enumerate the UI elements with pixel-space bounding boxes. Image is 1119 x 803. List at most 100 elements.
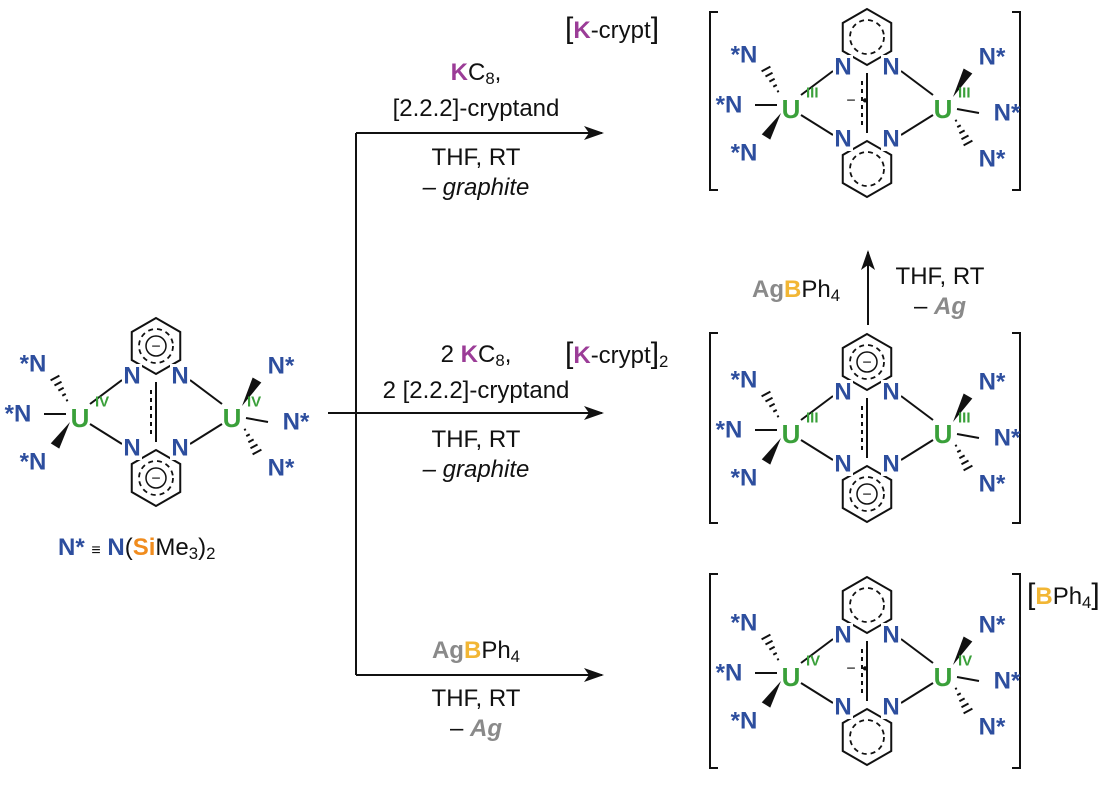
hash-line bbox=[245, 433, 251, 438]
bond-n-u-left-top bbox=[800, 395, 834, 421]
ring-n-bottom-left: N bbox=[834, 451, 851, 478]
ring-n-bg bbox=[881, 127, 901, 151]
ring-n-top-left: N bbox=[123, 363, 140, 390]
hash-line bbox=[768, 77, 776, 83]
ring-hexagon bbox=[841, 575, 893, 635]
radical-charge-minus: − bbox=[846, 661, 855, 678]
wedge-bond-right bbox=[953, 636, 973, 665]
counterion-middle-sub: 2 bbox=[659, 352, 669, 372]
bottom-byproduct: Ag bbox=[470, 715, 502, 742]
counterion-middle-close: ] bbox=[650, 337, 660, 370]
charge-circle bbox=[856, 351, 878, 373]
ring-n-bottom-left: N bbox=[834, 694, 851, 721]
bracket-top-right bbox=[1012, 11, 1021, 191]
charge-minus-text: − bbox=[151, 339, 160, 356]
top-byproduct: – graphite bbox=[422, 174, 530, 201]
bottom-dash: – bbox=[449, 715, 470, 742]
amide-n-left-middle: *N bbox=[716, 92, 743, 119]
ring-hexagon bbox=[841, 332, 893, 392]
amide-n-left-middle: *N bbox=[5, 401, 32, 428]
ring-n-bg bbox=[170, 436, 190, 460]
counterion-top-k: K bbox=[573, 17, 591, 44]
hash-line bbox=[961, 459, 969, 466]
middle-k: K bbox=[460, 341, 478, 368]
amide-legend: N* ≡ N(SiMe3)2 bbox=[58, 534, 215, 564]
vertical-ph: Ph bbox=[801, 276, 831, 303]
bond-n-u-left-top bbox=[800, 70, 834, 96]
ring-n-top-right: N bbox=[171, 363, 188, 390]
ring-n-top-left: N bbox=[834, 622, 851, 649]
uranium-right: U bbox=[934, 419, 953, 449]
oxidation-right: III bbox=[958, 410, 971, 427]
ring-hexagon bbox=[841, 464, 893, 524]
hash-line bbox=[963, 464, 973, 472]
wedge-bond-left bbox=[761, 438, 781, 465]
ring-n-bg bbox=[122, 436, 142, 460]
hash-line bbox=[776, 658, 780, 661]
hash-line bbox=[761, 65, 771, 73]
hash-line bbox=[50, 374, 60, 382]
middle-solvent: THF, RT bbox=[431, 426, 521, 453]
counterion-middle-k: K bbox=[573, 342, 591, 369]
amide-n-left-top: *N bbox=[731, 610, 758, 637]
bottom-b: B bbox=[463, 637, 482, 664]
plain-bond-right bbox=[245, 417, 269, 423]
uranium-left: U bbox=[782, 419, 801, 449]
lower-pyrimidine-ring: − bbox=[130, 448, 182, 508]
amide-n-right-top: N* bbox=[979, 612, 1006, 639]
bond-n-u-left-bottom bbox=[800, 682, 834, 704]
bond-n-u-right-bottom bbox=[900, 682, 934, 704]
ring-n-bottom-right: N bbox=[882, 126, 899, 153]
vertical-solvent: THF, RT bbox=[895, 263, 985, 290]
uranium-right: U bbox=[934, 94, 953, 124]
upper-pyrimidine-ring bbox=[841, 7, 893, 67]
top-conditions: THF, RT – graphite bbox=[356, 143, 596, 203]
counterion-bottom-close: ] bbox=[1091, 578, 1100, 611]
uranium-left: U bbox=[782, 662, 801, 692]
hash-line bbox=[57, 386, 65, 392]
legend-equiv: ≡ bbox=[91, 542, 101, 559]
bracket-mid-right bbox=[1012, 332, 1021, 524]
charge-minus-text: − bbox=[862, 487, 871, 504]
oxidation-left: IV bbox=[806, 653, 820, 670]
hash-line bbox=[958, 454, 966, 460]
uranium-right: U bbox=[934, 662, 953, 692]
ring-n-bg bbox=[833, 127, 853, 151]
counterion-top-open: [ bbox=[565, 12, 574, 45]
hash-line bbox=[958, 129, 966, 135]
bond-n-u-right-top bbox=[900, 70, 934, 96]
hash-line bbox=[247, 438, 255, 444]
hash-line bbox=[958, 697, 966, 703]
vertical-b: B bbox=[784, 276, 802, 303]
counterion-middle-open: [ bbox=[565, 337, 574, 370]
legend-me-sub: 3 bbox=[188, 544, 199, 564]
counterion-bottom-open: [ bbox=[1027, 578, 1036, 611]
amide-n-right-middle: N* bbox=[994, 668, 1021, 695]
top-c-sub: 8 bbox=[485, 69, 495, 89]
middle-byproduct: – graphite bbox=[422, 456, 530, 483]
ring-n-top-right: N bbox=[882, 379, 899, 406]
ring-n-bottom-right: N bbox=[171, 435, 188, 462]
hash-line bbox=[768, 402, 776, 408]
amide-n-left-middle: *N bbox=[716, 660, 743, 687]
hash-bond-left bbox=[761, 65, 780, 93]
ring-n-bg bbox=[122, 364, 142, 388]
bond-n-u-left-bottom bbox=[800, 114, 834, 136]
radical-charge-minus: − bbox=[846, 93, 855, 110]
middle-pre: 2 bbox=[440, 341, 461, 368]
ring-n-bg bbox=[881, 695, 901, 719]
hash-bond-right bbox=[954, 119, 973, 147]
ring-n-bottom-right: N bbox=[882, 451, 899, 478]
uranium-left: U bbox=[71, 403, 90, 433]
ring-n-bottom-left: N bbox=[834, 126, 851, 153]
hash-line bbox=[954, 119, 958, 122]
radical-dot: • bbox=[862, 661, 868, 678]
oxidation-left: IV bbox=[95, 394, 109, 411]
middle-c: C bbox=[478, 341, 496, 368]
ring-n-bg bbox=[833, 695, 853, 719]
radical-dot: • bbox=[862, 93, 868, 110]
amide-n-right-middle: N* bbox=[283, 409, 310, 436]
